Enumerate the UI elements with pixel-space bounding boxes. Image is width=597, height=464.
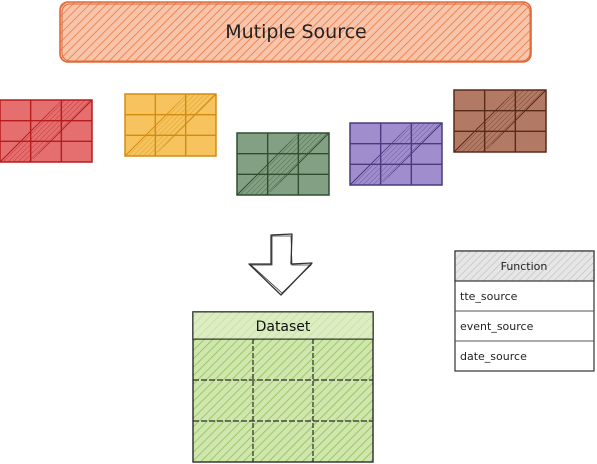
source-tables <box>0 89 547 196</box>
function-box: Function tte_source event_source date_so… <box>454 250 595 372</box>
green-source-table <box>236 132 330 196</box>
brown-source-table <box>453 89 547 153</box>
function-item: event_source <box>460 320 534 333</box>
function-title: Function <box>501 260 548 273</box>
function-item: date_source <box>460 350 527 363</box>
purple-source-table <box>349 122 443 186</box>
orange-source-table <box>124 93 217 157</box>
red-source-table <box>0 99 93 163</box>
dataset-table: Dataset <box>192 311 374 463</box>
banner-title: Mutiple Source <box>225 21 367 43</box>
down-arrow-icon <box>248 233 313 296</box>
multiple-source-banner: Mutiple Source <box>59 1 532 63</box>
function-item: tte_source <box>460 290 518 303</box>
dataset-title: Dataset <box>256 319 311 335</box>
